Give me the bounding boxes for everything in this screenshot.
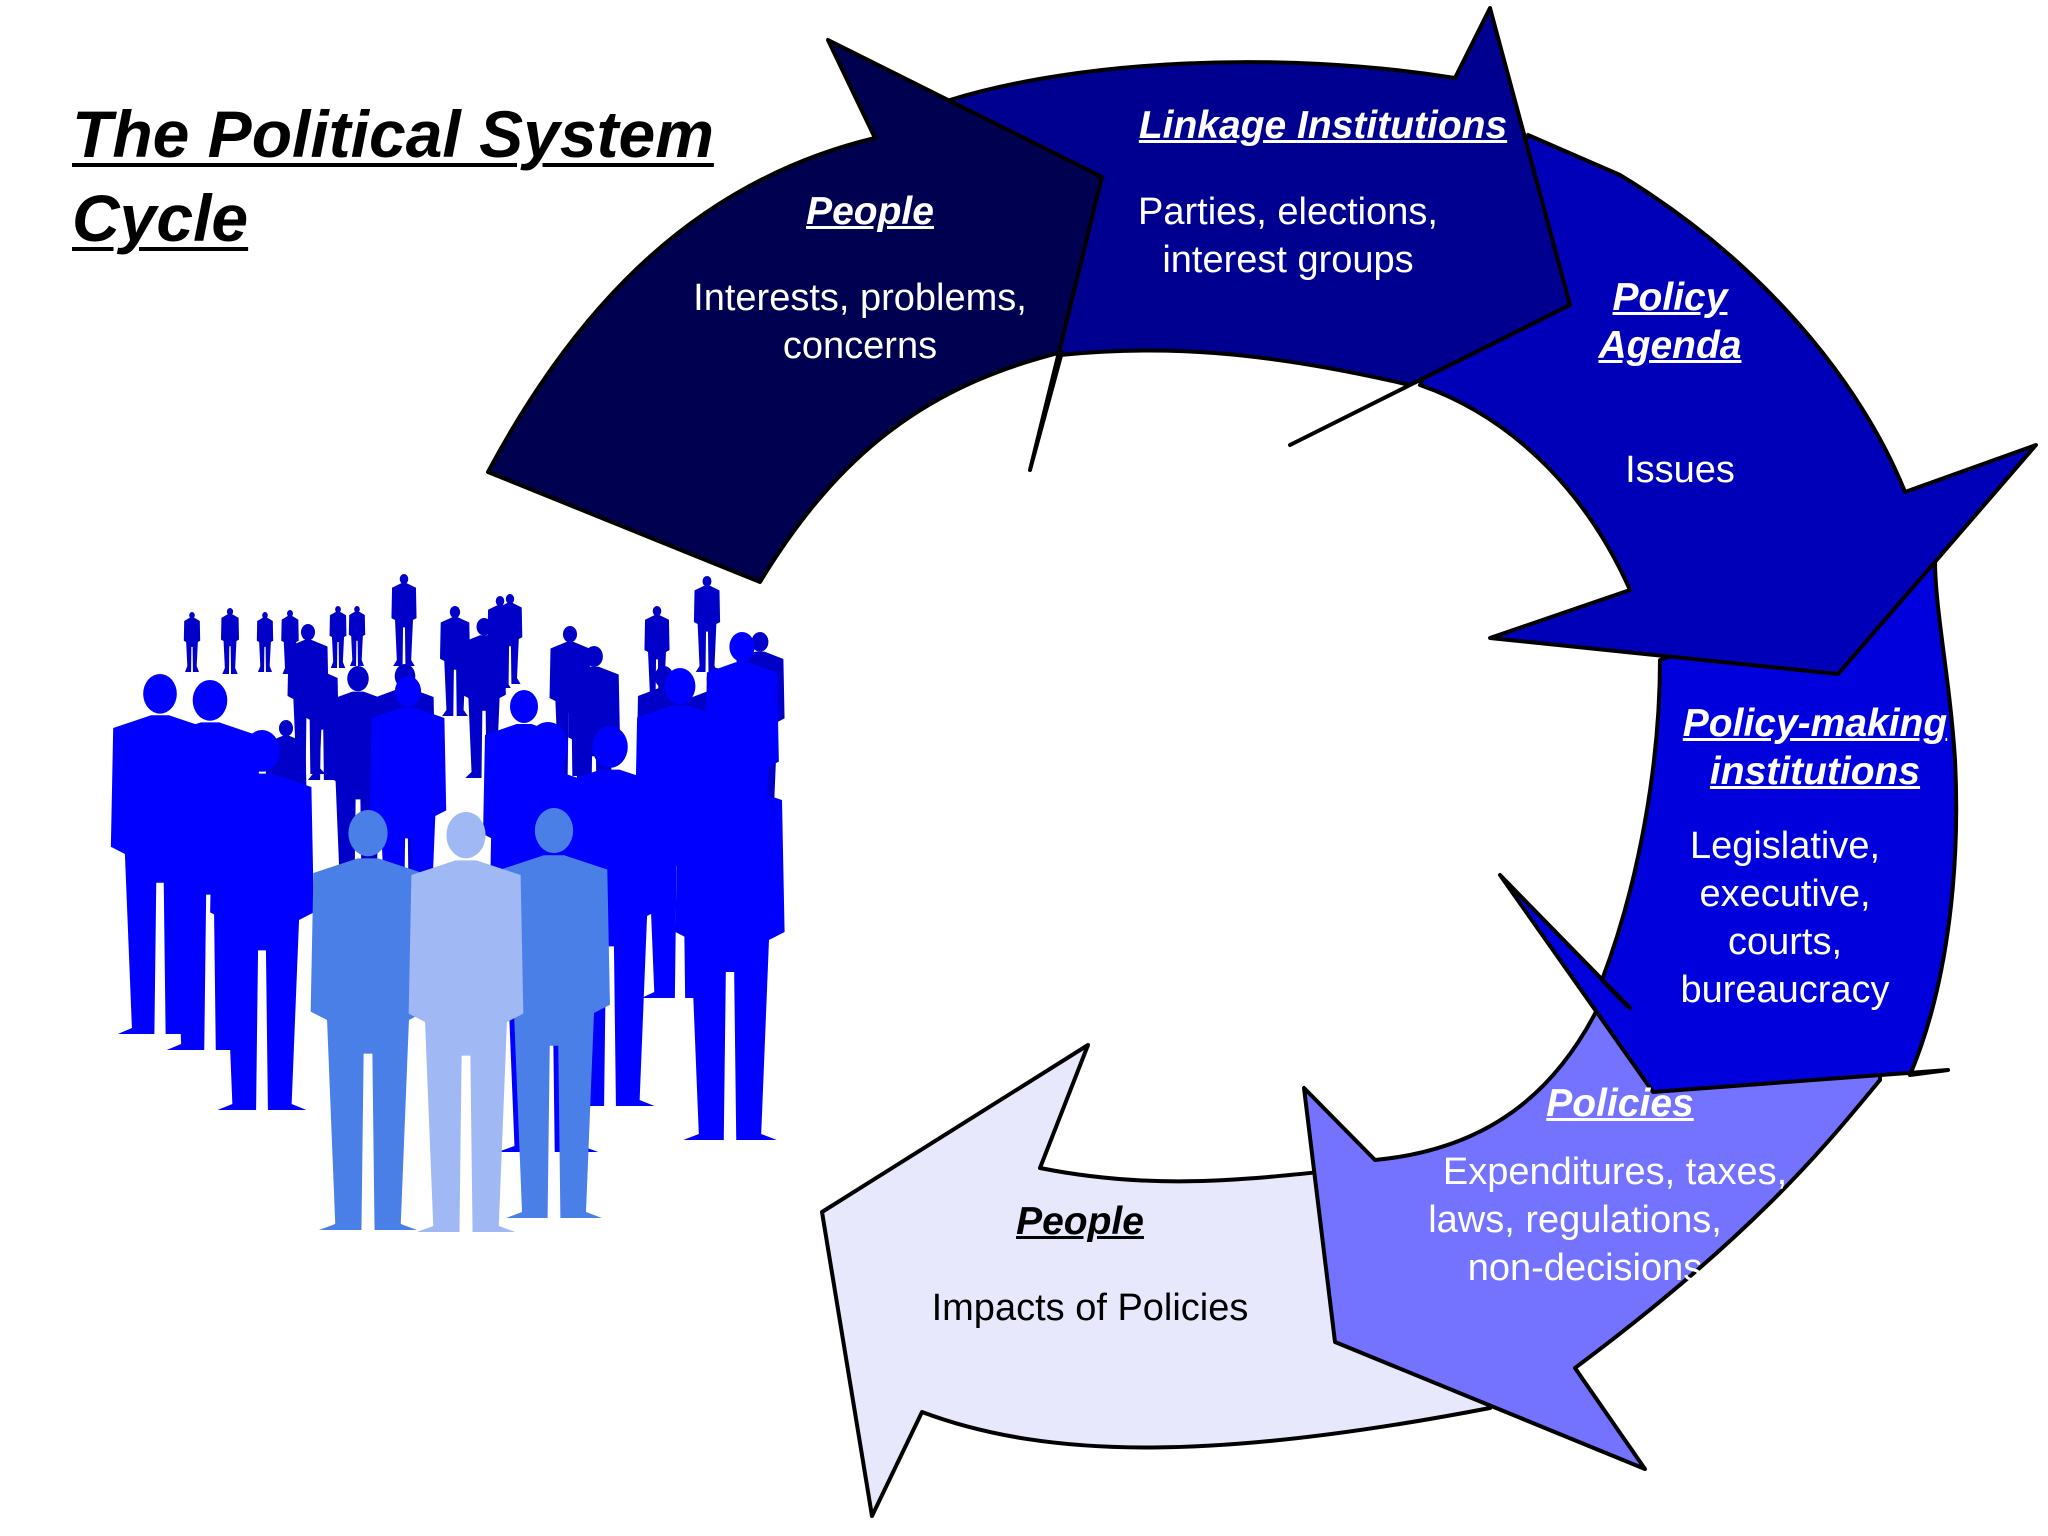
policymaking-heading-line-1: Policy-making <box>1682 702 1948 745</box>
agenda-heading-line-2: Agenda <box>1598 324 1742 367</box>
person-silhouette <box>210 730 314 1110</box>
agenda-heading-line-1: Policy <box>1612 276 1728 319</box>
person-silhouette <box>348 606 366 666</box>
person-silhouette <box>183 612 201 672</box>
policies-line-3: non-decisions <box>1467 1247 1703 1289</box>
person-silhouette <box>329 606 347 668</box>
policymaking-heading-line-2: institutions <box>1709 750 1921 793</box>
page-title: The Political System Cycle <box>72 92 714 260</box>
policies-line-2: laws, regulations, <box>1428 1199 1722 1241</box>
title-line-1: The Political System <box>72 97 714 171</box>
people-impacts-line-1: Impacts of Policies <box>931 1287 1249 1329</box>
linkage-line-1: Parties, elections, <box>1138 191 1438 233</box>
policymaking-line-1: Legislative, <box>1689 825 1881 867</box>
person-silhouette <box>498 808 610 1218</box>
arrow-policymaking <box>1498 558 1959 1094</box>
people-impacts-heading: People <box>1016 1200 1144 1243</box>
title-line-2: Cycle <box>72 181 249 255</box>
people-interests-heading: People <box>806 190 934 233</box>
people-interests-line-2: concerns <box>782 325 938 367</box>
person-silhouette <box>693 576 721 672</box>
person-silhouette <box>391 574 417 666</box>
people-interests-line-1: Interests, problems, <box>693 277 1027 319</box>
policymaking-line-2: executive, <box>1699 873 1871 915</box>
linkage-line-2: interest groups <box>1162 239 1414 281</box>
linkage-heading: Linkage Institutions <box>1138 104 1508 147</box>
arrow-policy-agenda <box>1418 133 2038 676</box>
arrow-linkage <box>948 6 1572 447</box>
arrow-people-interests <box>486 38 1104 584</box>
person-silhouette <box>408 812 524 1232</box>
person-silhouette <box>220 608 240 674</box>
person-silhouette <box>310 810 426 1230</box>
policies-heading: Policies <box>1546 1082 1694 1125</box>
agenda-line-1: Issues <box>1625 449 1735 491</box>
policymaking-line-3: courts, <box>1727 921 1843 963</box>
policymaking-line-4: bureaucracy <box>1680 969 1890 1011</box>
arrow-policies <box>1302 980 1882 1471</box>
person-silhouette <box>705 632 779 902</box>
person-silhouette <box>256 612 274 672</box>
policies-line-1: Expenditures, taxes, <box>1442 1151 1788 1193</box>
